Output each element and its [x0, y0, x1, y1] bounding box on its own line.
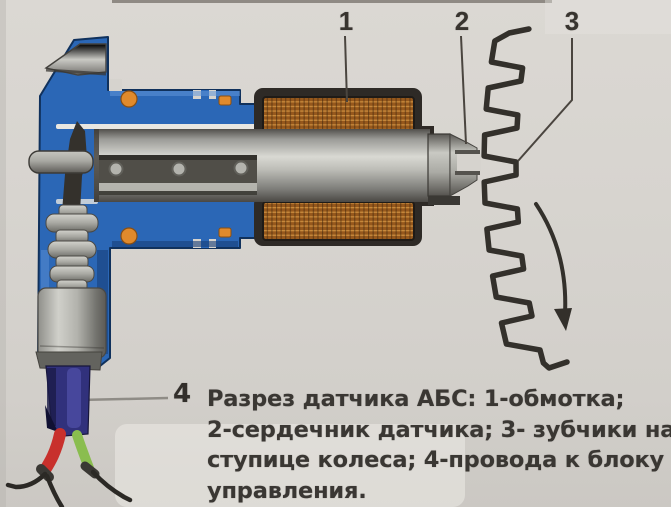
- callout-number-1: 1: [338, 6, 354, 36]
- rivet-top: [120, 90, 138, 108]
- photo-top-right-glare: [545, 0, 671, 34]
- rotation-arrow-shaft: [534, 202, 568, 316]
- caption-line: ступице колеса; 4-провода к блоку: [207, 447, 665, 474]
- leader-1: [344, 35, 348, 103]
- black-tip-left: [5, 471, 48, 490]
- leader-3: [517, 38, 573, 162]
- core-plate-light-strip: [99, 183, 257, 191]
- callout-number-4: 4: [173, 379, 192, 409]
- leader-2: [460, 35, 467, 145]
- photo-light-slab: [115, 424, 465, 507]
- housing-bottom-shade: [112, 241, 238, 247]
- photo-left-edge: [0, 0, 6, 507]
- caption-line: Разрез датчика АБС: 1-обмотка;: [207, 386, 625, 412]
- caption-line: 2-сердечник датчика; 3- зубчики на: [207, 416, 671, 443]
- rivet-bottom: [120, 227, 138, 245]
- flange-metal-insert: [44, 43, 107, 76]
- tip-lower-step: [428, 196, 460, 205]
- cable-bottom-notch: [45, 405, 58, 432]
- core-plate-bottom-edge: [99, 191, 257, 195]
- figure-caption: Разрез датчика АБС: 1-обмотка; 2-сердечн…: [207, 384, 671, 506]
- toothed-ring-gear: [481, 26, 570, 371]
- rotation-arrow: [534, 202, 572, 331]
- seal-top: [218, 95, 232, 106]
- cable-left-shade: [47, 368, 56, 426]
- tip-fork-lower-edge: [455, 171, 480, 175]
- callout-number-2: 2: [454, 6, 470, 36]
- coil-assembly: [254, 88, 434, 246]
- housing-top-highlight: [110, 91, 240, 96]
- tip-ring: [427, 133, 451, 197]
- connector-seam: [39, 345, 105, 349]
- callout-number-3: 3: [564, 6, 580, 36]
- seal-bottom: [218, 227, 232, 238]
- core-rivet-1: [108, 161, 124, 177]
- tip-fork-slot: [457, 154, 481, 171]
- cable-highlight: [67, 368, 81, 428]
- core-rivet-3: [233, 160, 249, 176]
- side-pin: [28, 150, 94, 174]
- leader-4: [78, 396, 169, 402]
- pole-tip: [427, 133, 481, 205]
- tip-fork-upper-edge: [455, 150, 480, 154]
- rotation-arrow-head: [554, 308, 572, 331]
- grommet-rib-2: [47, 240, 97, 259]
- grommet-rib-1: [45, 213, 99, 233]
- callout-leaders: [344, 35, 573, 162]
- coil-winding-bottom: [262, 201, 415, 241]
- cable-assembly: [5, 204, 133, 507]
- core-left-edge: [94, 129, 99, 202]
- caption-line: управления.: [207, 477, 367, 504]
- black-tip-right: [90, 469, 133, 503]
- sensor-core: [94, 129, 430, 202]
- photo-top-edge: [112, 0, 552, 3]
- wire-black-tips: [5, 469, 133, 507]
- black-tip-down: [44, 473, 65, 507]
- housing-flange-notch: [109, 79, 122, 91]
- core-rivet-2: [171, 161, 187, 177]
- flange-shadow-line: [45, 68, 107, 76]
- slot-line-top: [56, 124, 257, 129]
- core-plate-top-edge: [99, 155, 257, 160]
